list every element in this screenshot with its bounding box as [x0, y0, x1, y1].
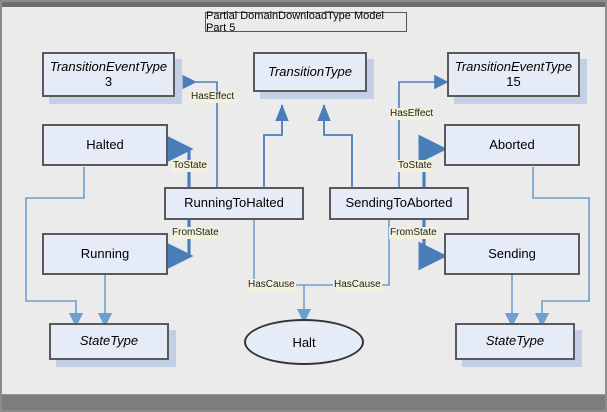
node-label: RunningToHalted: [184, 195, 284, 211]
diagram-canvas: TransitionEventType 3 TransitionType Tra…: [4, 7, 605, 395]
node-label: Halt: [292, 334, 316, 350]
node-transition-event-type-15[interactable]: TransitionEventType 15: [447, 52, 580, 97]
node-running[interactable]: Running: [42, 233, 168, 275]
node-transition-type[interactable]: TransitionType: [253, 52, 367, 92]
node-label: Running: [80, 245, 130, 261]
node-label: TransitionEventType: [49, 58, 168, 74]
node-transition-event-type-3[interactable]: TransitionEventType 3: [42, 52, 175, 97]
node-sending-to-aborted[interactable]: SendingToAborted: [329, 187, 469, 220]
node-label: TransitionEventType: [454, 58, 573, 74]
edge-label-has-cause-left: HasCause: [247, 279, 296, 291]
node-label: Aborted: [489, 136, 535, 152]
node-running-to-halted[interactable]: RunningToHalted: [164, 187, 304, 220]
node-state-type-right[interactable]: StateType: [455, 323, 575, 360]
node-halt[interactable]: Halt: [244, 319, 364, 365]
node-label: StateType: [485, 333, 545, 349]
node-sublabel: 3: [104, 73, 113, 89]
node-label: Sending: [488, 245, 536, 261]
node-label: Halted: [86, 136, 124, 152]
edge-label-has-effect-left: HasEffect: [190, 91, 236, 103]
node-state-type-left[interactable]: StateType: [49, 323, 169, 360]
edge-label-to-state-right: ToState: [397, 160, 433, 172]
node-halted[interactable]: Halted: [42, 124, 168, 166]
edge-label-from-state-right: FromState: [389, 227, 438, 239]
node-label: StateType: [79, 333, 139, 349]
edge-label-has-effect-right: HasEffect: [389, 108, 435, 120]
node-label: TransitionType: [267, 63, 353, 79]
edge-label-has-cause-right: HasCause: [333, 279, 382, 291]
diagram-title: Partial DomainDownloadType Model Part 5: [205, 10, 407, 34]
node-sublabel: 15: [506, 73, 521, 89]
node-sending[interactable]: Sending: [444, 233, 580, 275]
edge-label-from-state-left: FromState: [171, 227, 220, 239]
node-label: SendingToAborted: [345, 195, 453, 211]
edge-label-to-state-left: ToState: [172, 160, 208, 172]
node-aborted[interactable]: Aborted: [444, 124, 580, 166]
